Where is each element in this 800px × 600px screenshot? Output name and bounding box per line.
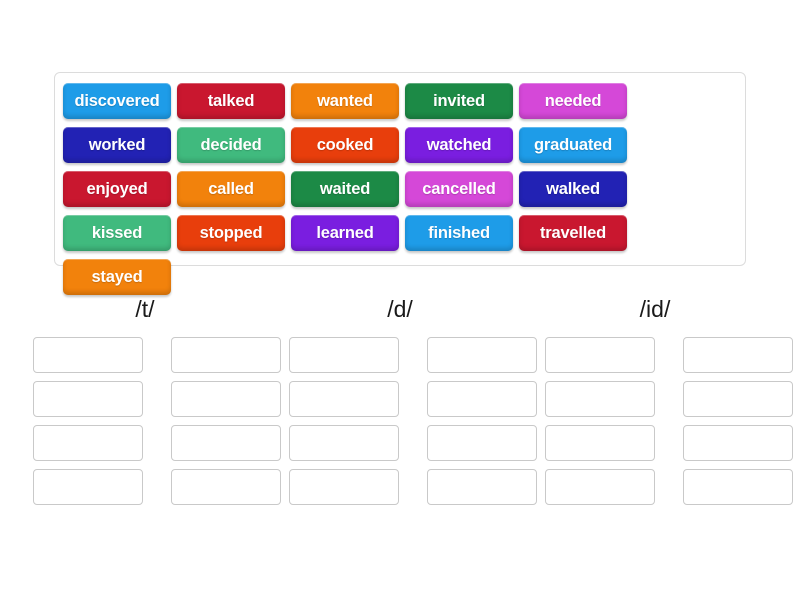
word-tile[interactable]: learned bbox=[291, 215, 399, 251]
dropzone-slot[interactable] bbox=[545, 381, 655, 417]
word-tile[interactable]: talked bbox=[177, 83, 285, 119]
dropzone-slot[interactable] bbox=[171, 425, 281, 461]
dropzone-slot[interactable] bbox=[289, 469, 399, 505]
dropzone-slot[interactable] bbox=[427, 425, 537, 461]
dropzone-slot[interactable] bbox=[427, 381, 537, 417]
word-tile[interactable]: invited bbox=[405, 83, 513, 119]
dropzone-slot[interactable] bbox=[683, 337, 793, 373]
dropzone-slot[interactable] bbox=[289, 381, 399, 417]
dropzone-group-t bbox=[33, 337, 281, 513]
dropzone-group-id bbox=[545, 337, 793, 513]
dropzone-slot[interactable] bbox=[289, 337, 399, 373]
dropzone-slot[interactable] bbox=[33, 381, 143, 417]
dropzone-slot[interactable] bbox=[683, 469, 793, 505]
word-tile[interactable]: walked bbox=[519, 171, 627, 207]
dropzone-slot[interactable] bbox=[171, 381, 281, 417]
word-tile[interactable]: finished bbox=[405, 215, 513, 251]
dropzone-slot[interactable] bbox=[545, 337, 655, 373]
word-tile[interactable]: needed bbox=[519, 83, 627, 119]
word-tile[interactable]: stayed bbox=[63, 259, 171, 295]
word-tile[interactable]: enjoyed bbox=[63, 171, 171, 207]
category-header-t: /t/ bbox=[135, 296, 155, 322]
word-tile[interactable]: worked bbox=[63, 127, 171, 163]
dropzone-slot[interactable] bbox=[33, 469, 143, 505]
dropzone-group-d bbox=[289, 337, 537, 513]
dropzone-slot[interactable] bbox=[427, 469, 537, 505]
word-tile[interactable]: cooked bbox=[291, 127, 399, 163]
dropzone-slot[interactable] bbox=[427, 337, 537, 373]
word-tile[interactable]: discovered bbox=[63, 83, 171, 119]
category-header-d: /d/ bbox=[387, 296, 413, 322]
word-tile[interactable]: travelled bbox=[519, 215, 627, 251]
dropzone-slot[interactable] bbox=[545, 469, 655, 505]
dropzone-slot[interactable] bbox=[33, 425, 143, 461]
dropzone-slot[interactable] bbox=[171, 469, 281, 505]
dropzone-slot[interactable] bbox=[683, 381, 793, 417]
word-tile[interactable]: called bbox=[177, 171, 285, 207]
word-tile[interactable]: kissed bbox=[63, 215, 171, 251]
category-header-id: /id/ bbox=[639, 296, 671, 322]
dropzone-slot[interactable] bbox=[289, 425, 399, 461]
word-tile[interactable]: cancelled bbox=[405, 171, 513, 207]
word-tile[interactable]: waited bbox=[291, 171, 399, 207]
dropzone-slot[interactable] bbox=[683, 425, 793, 461]
word-tile[interactable]: decided bbox=[177, 127, 285, 163]
dropzone-slot[interactable] bbox=[33, 337, 143, 373]
dropzone-slot[interactable] bbox=[545, 425, 655, 461]
word-tile[interactable]: graduated bbox=[519, 127, 627, 163]
dropzone-slot[interactable] bbox=[171, 337, 281, 373]
word-tile[interactable]: watched bbox=[405, 127, 513, 163]
word-tile[interactable]: stopped bbox=[177, 215, 285, 251]
word-tile[interactable]: wanted bbox=[291, 83, 399, 119]
